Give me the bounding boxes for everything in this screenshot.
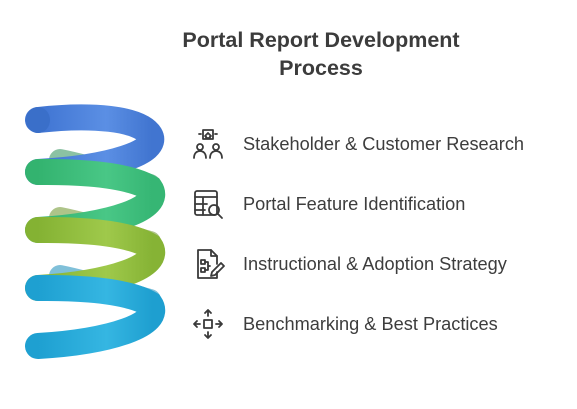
table-search-icon (188, 184, 228, 224)
step-item-adoption-strategy: Instructional & Adoption Strategy (188, 244, 507, 284)
stakeholder-research-icon (188, 124, 228, 164)
step-label: Benchmarking & Best Practices (243, 313, 498, 334)
coil-end-cap (26, 107, 50, 133)
move-arrows-icon (188, 304, 228, 344)
step-item-benchmarking: Benchmarking & Best Practices (188, 304, 498, 344)
step-item-stakeholder-research: Stakeholder & Customer Research (188, 124, 524, 164)
step-item-feature-identification: Portal Feature Identification (188, 184, 465, 224)
coil-segment-cyan (25, 274, 166, 359)
document-edit-icon (188, 244, 228, 284)
step-label: Stakeholder & Customer Research (243, 133, 525, 154)
step-label: Instructional & Adoption Strategy (243, 253, 507, 274)
step-label: Portal Feature Identification (243, 193, 466, 214)
